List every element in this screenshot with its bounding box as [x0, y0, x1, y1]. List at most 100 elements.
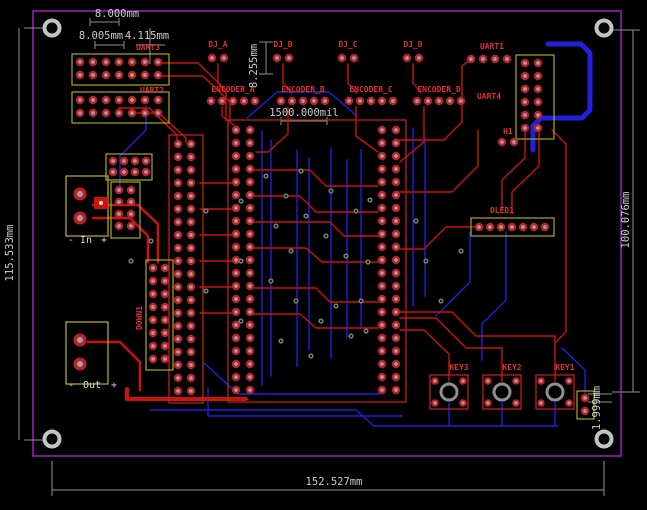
trace-top-layer[interactable]	[157, 75, 231, 122]
trace-top-layer[interactable]	[511, 129, 540, 215]
dimension-label-8.005mm[interactable]: 8.005mm	[79, 30, 123, 42]
module-outline[interactable]	[168, 134, 204, 404]
ref-label-ENCODER_D[interactable]: ENCODER_D	[417, 85, 461, 94]
trace-top-layer[interactable]	[251, 313, 379, 329]
trace-bottom-layer[interactable]	[246, 91, 358, 119]
ref-label-UART3[interactable]: UART3	[136, 43, 160, 52]
button-cap-KEY1[interactable]	[545, 382, 565, 402]
dimension-label-1.999mm[interactable]: 1.999mm	[591, 386, 603, 430]
pad-hole	[234, 258, 238, 262]
trace-top-layer[interactable]	[551, 129, 567, 343]
pad-hole	[176, 350, 180, 354]
pad-hole	[151, 279, 155, 283]
dimension-label-4.115mm[interactable]: 4.115mm	[125, 30, 169, 42]
mounting-hole[interactable]	[42, 429, 62, 449]
trace-top-layer[interactable]	[347, 63, 358, 94]
trace-bottom-layer[interactable]	[202, 361, 381, 395]
dimension-label-8.255mm[interactable]: 8.255mm	[248, 44, 260, 88]
trace-top-layer[interactable]	[397, 58, 472, 141]
ref-label-UART2[interactable]: UART2	[140, 86, 164, 95]
pad-hole	[380, 193, 384, 197]
via-hole	[439, 299, 443, 303]
via-hole	[329, 189, 333, 193]
ref-label-UART1[interactable]: UART1	[480, 42, 504, 51]
ref-label-OLED1[interactable]: OLED1	[490, 206, 514, 215]
dimension-label-115.533mm[interactable]: 115.533mm	[4, 225, 16, 282]
trace-bottom-layer[interactable]	[530, 41, 593, 153]
pad-hole	[500, 140, 504, 144]
pad-hole	[380, 323, 384, 327]
pad-hole	[189, 142, 193, 146]
pad-hole	[176, 220, 180, 224]
trace-top-layer[interactable]	[251, 195, 379, 213]
trace-bottom-layer[interactable]	[149, 409, 559, 427]
trace-top-layer[interactable]	[397, 129, 479, 193]
trace-bottom-layer[interactable]	[481, 231, 507, 361]
trace-top-layer[interactable]	[399, 311, 556, 382]
trace-top-layer[interactable]	[399, 106, 425, 163]
trace-top-layer[interactable]	[157, 62, 227, 122]
dimension-label-100.076mm[interactable]: 100.076mm	[620, 192, 632, 249]
dimension-label-1500.000mil[interactable]: 1500.000mil	[269, 107, 339, 119]
pad-hole	[234, 167, 238, 171]
ref-label-KEY2[interactable]: KEY2	[502, 363, 521, 372]
trace-top-layer[interactable]	[251, 247, 379, 263]
trace-top-layer[interactable]	[217, 63, 227, 94]
pad-hole	[380, 297, 384, 301]
button-cap-KEY2[interactable]	[492, 382, 512, 402]
trace-top-layer[interactable]	[251, 287, 379, 303]
trace-top-layer[interactable]	[399, 317, 503, 382]
button-outline-KEY2[interactable]	[482, 374, 522, 410]
ref-label-DOWN1[interactable]: DOWN1	[135, 306, 144, 330]
board-outline[interactable]	[32, 10, 622, 457]
trace-top-layer[interactable]	[125, 387, 248, 401]
pad-hole	[380, 245, 384, 249]
trace-top-layer[interactable]	[412, 63, 422, 94]
trace-top-layer[interactable]	[399, 226, 476, 250]
mounting-hole[interactable]	[42, 18, 62, 38]
trace-top-layer[interactable]	[91, 203, 160, 264]
trace-top-layer[interactable]	[118, 107, 178, 144]
trace-top-layer[interactable]	[355, 106, 379, 153]
silk-label-+: +	[101, 235, 107, 246]
ref-label-ENCODER_A[interactable]: ENCODER_A	[211, 85, 255, 94]
ref-label-DJ_D[interactable]: DJ_D	[403, 40, 422, 49]
pad-hole	[234, 271, 238, 275]
trace-bottom-layer[interactable]	[561, 347, 586, 399]
trace-top-layer[interactable]	[282, 63, 293, 94]
trace-top-layer[interactable]	[86, 340, 142, 392]
pad-hole	[143, 98, 147, 102]
mounting-hole[interactable]	[594, 18, 614, 38]
button-cap-KEY3[interactable]	[439, 382, 459, 402]
terminal-outline[interactable]	[65, 321, 109, 385]
ref-label-DJ_C[interactable]: DJ_C	[338, 40, 357, 49]
trace-top-layer[interactable]	[399, 329, 450, 382]
dimension-label-8.000mm[interactable]: 8.000mm	[95, 8, 139, 20]
ref-label-ENCODER_B[interactable]: ENCODER_B	[281, 85, 325, 94]
ref-label-KEY3[interactable]: KEY3	[449, 363, 468, 372]
trace-top-layer[interactable]	[251, 221, 379, 237]
ref-label-H1[interactable]: H1	[503, 127, 513, 136]
trace-top-layer[interactable]	[501, 129, 526, 211]
pad-hole	[394, 167, 398, 171]
mounting-hole[interactable]	[594, 429, 614, 449]
ref-label-DJ_A[interactable]: DJ_A	[208, 40, 227, 49]
ref-label-DJ_B[interactable]: DJ_B	[273, 40, 292, 49]
dimension-label-152.527mm[interactable]: 152.527mm	[306, 476, 363, 488]
pad-hole	[189, 350, 193, 354]
pad-hole	[163, 318, 167, 322]
pad-hole	[189, 363, 193, 367]
trace-top-layer[interactable]	[251, 169, 379, 187]
trace-bottom-layer[interactable]	[435, 231, 471, 317]
button-outline-KEY3[interactable]	[429, 374, 469, 410]
module-outline[interactable]	[227, 119, 407, 403]
ref-label-UART4[interactable]: UART4	[477, 92, 501, 101]
ref-label-ENCODER_C[interactable]: ENCODER_C	[349, 85, 393, 94]
pad-hole	[369, 99, 373, 103]
ref-label-KEY1[interactable]: KEY1	[555, 363, 574, 372]
button-outline-KEY1[interactable]	[535, 374, 575, 410]
via-hole	[414, 219, 418, 223]
trace-bottom-layer[interactable]	[119, 105, 147, 191]
trace-top-layer[interactable]	[221, 106, 239, 129]
